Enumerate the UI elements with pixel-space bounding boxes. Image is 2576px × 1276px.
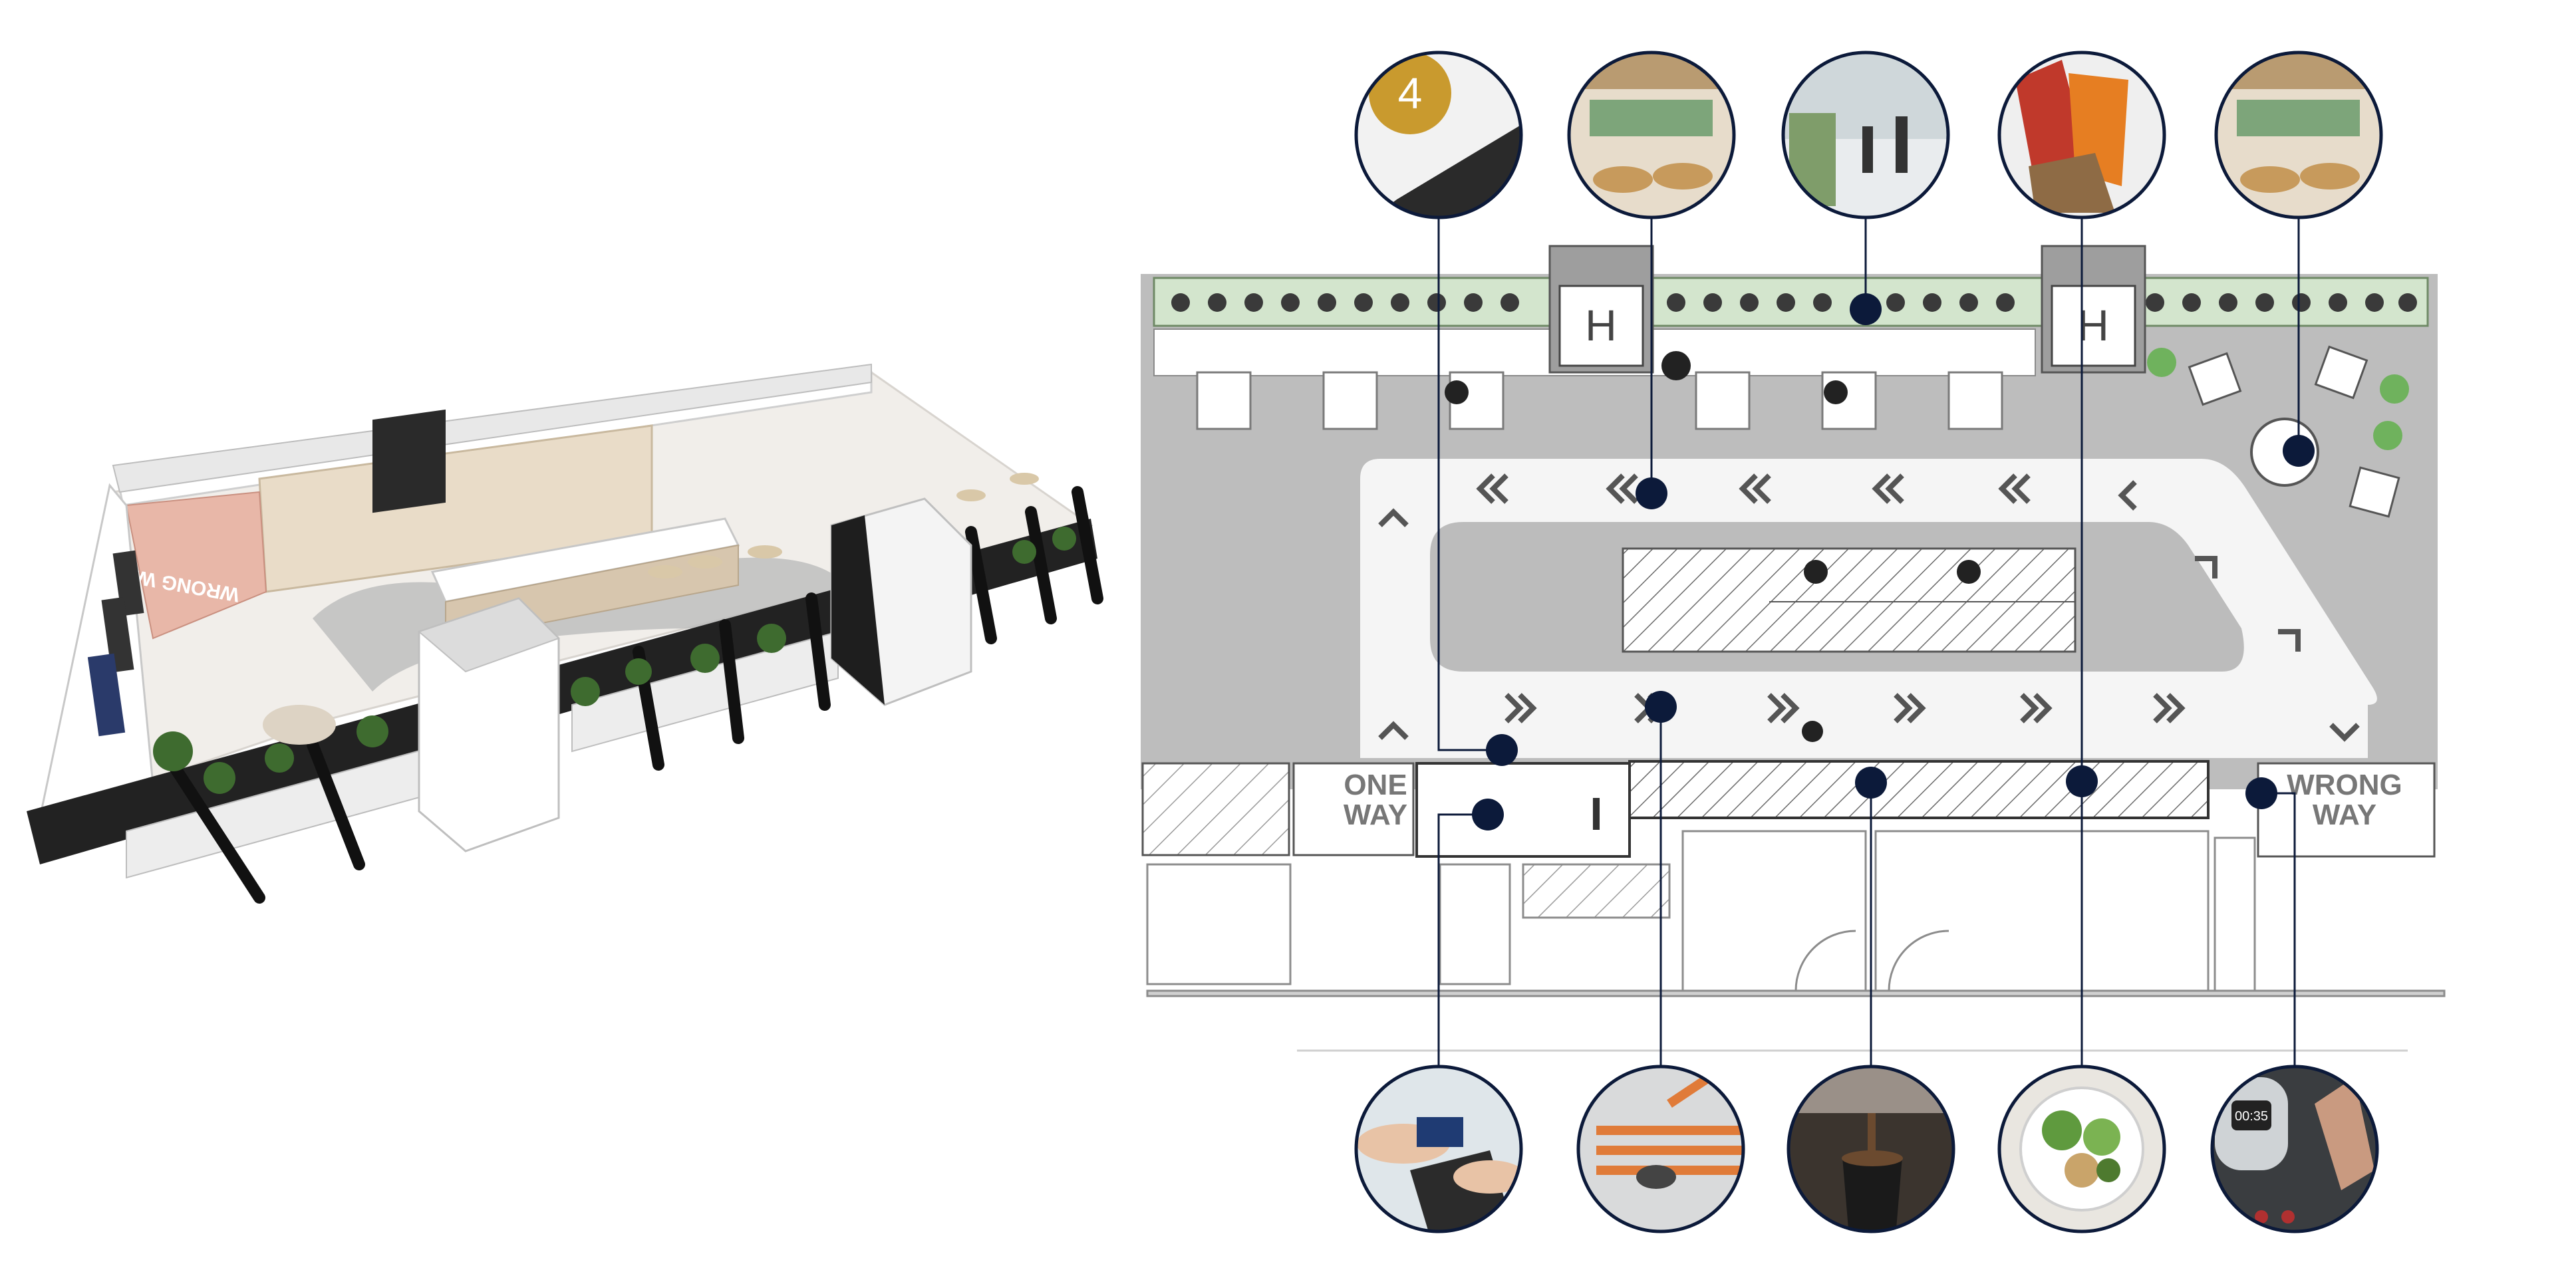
anchor-dot-floor-decal: [1645, 691, 1677, 723]
model-core-1-top: [418, 597, 560, 673]
model-front-base: [27, 519, 1097, 864]
floor-arrow-icon: [1576, 1065, 1745, 1233]
coffee-cup-icon: [1787, 1065, 1955, 1233]
model-stools: [648, 473, 1039, 578]
wrong-way-label-line2: WAY: [2313, 799, 2376, 831]
hand-sensor-icon: 00:35: [2210, 1065, 2379, 1233]
cafe-seating-icon: [2214, 51, 2383, 219]
callout-anchor-dots: [1472, 293, 2315, 830]
number-sign-icon: 4: [1354, 51, 1523, 219]
anchor-dot-sensor: [2245, 777, 2277, 809]
anchor-dot-entry: [1486, 734, 1518, 766]
one-way-label-line2: WAY: [1344, 799, 1407, 831]
leader-top-0: [1437, 217, 1500, 751]
plan-one-way-zone: [1292, 762, 1415, 856]
model-mullions: [167, 486, 1103, 904]
lift-icon-1: H: [1585, 301, 1617, 350]
salad-bowl-icon: [1997, 1065, 2166, 1233]
anchor-dot-seating: [1636, 477, 1667, 509]
leader-bottom-0: [1437, 813, 1488, 1067]
plan-servery-left-hatch: [1141, 762, 1290, 856]
plan-island-counter: [1622, 547, 2076, 653]
plan-servery-counter: [1628, 760, 2210, 819]
floor-number-badge: 4: [1398, 68, 1423, 118]
anchor-dot-lounge: [2283, 435, 2315, 467]
plan-lift-core-2-inner: [2051, 285, 2136, 367]
anchor-dot-planter: [1850, 293, 1882, 325]
callouts-bottom: 00:35: [1354, 1065, 2379, 1233]
model-round-table: [263, 705, 336, 745]
plan-door-swings: [1794, 930, 1949, 991]
plan-lift-core-1-inner: [1558, 285, 1644, 367]
pedestrians-icon: [1781, 51, 1950, 219]
model-frame-3: [87, 653, 126, 737]
model-ceiling-soffit: [112, 363, 872, 493]
anchor-dot-food: [2066, 765, 2098, 797]
model-plants: [153, 527, 1076, 794]
model-fridge: [372, 409, 446, 513]
wrong-way-label-line1: WRONG: [2287, 769, 2402, 801]
plan-planter-shrubs: [1171, 293, 2417, 312]
anchor-dot-coffee: [1855, 767, 1887, 799]
model-front-planter-2: [571, 630, 839, 753]
plan-dark-plants: [1445, 351, 1981, 742]
sensor-screen-text: 00:35: [2235, 1109, 2268, 1124]
model-core-2-dark: [831, 515, 885, 705]
card-terminal-icon: [1354, 1065, 1523, 1233]
callouts-top: 4: [1354, 51, 2383, 219]
snack-bag-icon: [1997, 51, 2166, 219]
plan-lounge-plants: [2147, 348, 2409, 450]
isometric-3d-model: WRONG WAY: [27, 363, 1103, 904]
one-way-label-line1: ONE: [1344, 769, 1407, 801]
model-pink-wall: [125, 491, 267, 640]
plan-tray-symbol: I: [1590, 788, 1602, 840]
plan-wrong-way-zone: [2257, 762, 2436, 858]
plan-lounge-chairs: [2188, 345, 2400, 518]
floor-plan: H H ONE WAY I WRONG WAY: [1141, 245, 2446, 1052]
plan-lower-rooms: [1146, 830, 2446, 997]
cafe-seating-icon: [1567, 51, 1736, 219]
callout-leader-lines: [1437, 217, 2300, 1067]
model-frame-2: [101, 596, 134, 673]
plan-servery-back: [1415, 762, 1631, 858]
anchor-dot-payment: [1472, 799, 1504, 830]
